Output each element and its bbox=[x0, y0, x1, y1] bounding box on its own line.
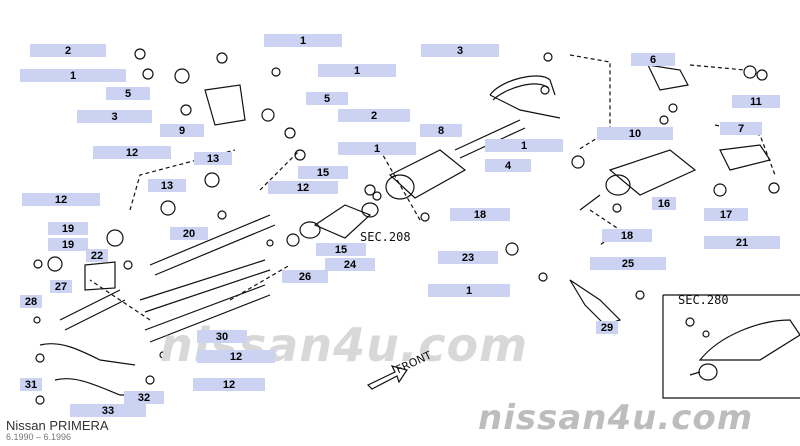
part-label[interactable]: 12 bbox=[268, 181, 338, 194]
part-label[interactable]: 2 bbox=[30, 44, 106, 57]
part-label[interactable]: 32 bbox=[124, 391, 164, 404]
part-label[interactable]: 13 bbox=[148, 179, 186, 192]
part-label[interactable]: 33 bbox=[70, 404, 146, 417]
part-label[interactable]: 10 bbox=[597, 127, 673, 140]
part-label[interactable]: 12 bbox=[93, 146, 171, 159]
part-label[interactable]: 21 bbox=[704, 236, 780, 249]
part-label[interactable]: 12 bbox=[197, 350, 275, 363]
production-dates: 6.1990 – 6.1996 bbox=[6, 432, 72, 442]
part-label[interactable]: 1 bbox=[338, 142, 416, 155]
part-label[interactable]: 1 bbox=[20, 69, 126, 82]
part-label[interactable]: 18 bbox=[602, 229, 652, 242]
part-label[interactable]: 6 bbox=[631, 53, 675, 66]
part-label[interactable]: 5 bbox=[306, 92, 348, 105]
part-label[interactable]: 24 bbox=[325, 258, 375, 271]
watermark-bottom: nissan4u.com bbox=[478, 398, 754, 438]
part-label[interactable]: 29 bbox=[596, 321, 618, 334]
part-label[interactable]: 3 bbox=[421, 44, 499, 57]
part-label[interactable]: 11 bbox=[732, 95, 780, 108]
part-label[interactable]: 31 bbox=[20, 378, 42, 391]
watermark-center: nissan4u.com bbox=[160, 318, 529, 372]
part-label[interactable]: 1 bbox=[428, 284, 510, 297]
part-label[interactable]: 9 bbox=[160, 124, 204, 137]
part-label[interactable]: 26 bbox=[282, 270, 328, 283]
part-label[interactable]: 3 bbox=[77, 110, 152, 123]
part-label[interactable]: 30 bbox=[197, 330, 247, 343]
part-label[interactable]: 2 bbox=[338, 109, 410, 122]
part-label[interactable]: 20 bbox=[170, 227, 208, 240]
part-label[interactable]: 23 bbox=[438, 251, 498, 264]
section-ref-280: SEC.280 bbox=[678, 293, 729, 307]
part-label[interactable]: 22 bbox=[86, 249, 108, 262]
part-label[interactable]: 15 bbox=[316, 243, 366, 256]
part-label[interactable]: 25 bbox=[590, 257, 666, 270]
part-label[interactable]: 5 bbox=[106, 87, 150, 100]
part-label[interactable]: 12 bbox=[193, 378, 265, 391]
part-label[interactable]: 8 bbox=[420, 124, 462, 137]
part-label[interactable]: 1 bbox=[318, 64, 396, 77]
part-label[interactable]: 13 bbox=[194, 152, 232, 165]
part-label[interactable]: 28 bbox=[20, 295, 42, 308]
part-label[interactable]: 18 bbox=[450, 208, 510, 221]
part-label[interactable]: 4 bbox=[485, 159, 531, 172]
part-label[interactable]: 19 bbox=[48, 238, 88, 251]
part-label[interactable]: 1 bbox=[485, 139, 563, 152]
part-label[interactable]: 1 bbox=[264, 34, 342, 47]
part-label[interactable]: 12 bbox=[22, 193, 100, 206]
part-label[interactable]: 16 bbox=[652, 197, 676, 210]
part-label[interactable]: 7 bbox=[720, 122, 762, 135]
part-label[interactable]: 19 bbox=[48, 222, 88, 235]
part-label[interactable]: 15 bbox=[298, 166, 348, 179]
part-label[interactable]: 27 bbox=[50, 280, 72, 293]
part-label[interactable]: 17 bbox=[704, 208, 748, 221]
section-ref-208: SEC.208 bbox=[360, 230, 411, 244]
vehicle-model: Nissan PRIMERA bbox=[6, 418, 109, 433]
